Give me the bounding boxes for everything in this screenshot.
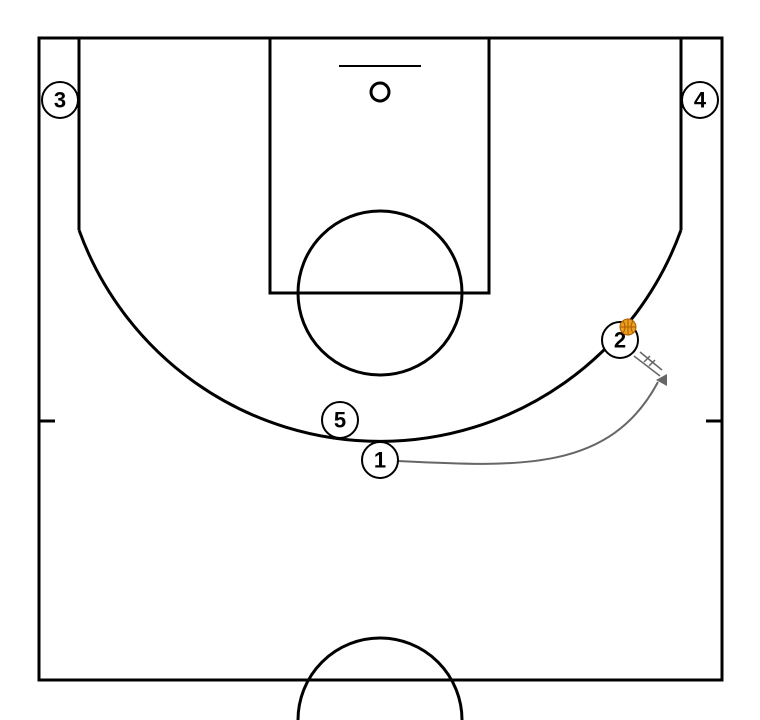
rim: [369, 81, 391, 103]
player-3[interactable]: 3: [41, 81, 79, 119]
player-5-label: 5: [334, 408, 346, 433]
player-3-label: 3: [54, 88, 66, 113]
player-1-label: 1: [374, 448, 386, 473]
arrow-head-icon: [656, 374, 667, 386]
three-point-arc: [77, 229, 683, 443]
basketball-icon: [619, 318, 637, 336]
hatch-mark: [639, 351, 663, 371]
player-1[interactable]: 1: [361, 441, 399, 479]
hatch-mark: [648, 359, 656, 367]
paint-area: [268, 36, 491, 295]
hatch-mark: [633, 355, 661, 377]
center-circle: [296, 636, 464, 720]
court-boundary: [37, 36, 724, 682]
player-4[interactable]: 4: [681, 81, 719, 119]
hatch-mark: [643, 355, 651, 363]
free-throw-circle: [296, 209, 464, 377]
player-5[interactable]: 5: [321, 401, 359, 439]
movement-path: [397, 381, 659, 465]
player-4-label: 4: [694, 88, 707, 113]
